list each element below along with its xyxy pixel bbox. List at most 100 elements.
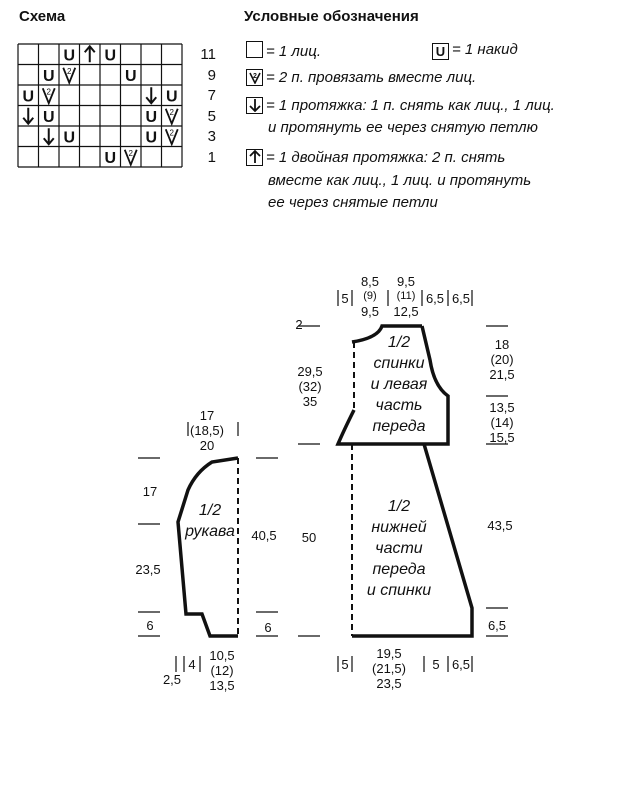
sleeve-right-bot: 6 — [264, 620, 272, 635]
sleeve-left-mid: 23,5 — [135, 562, 161, 577]
lower-left-height: 50 — [301, 530, 317, 545]
upper-outline — [335, 324, 450, 446]
lower-label-2: нижней — [371, 519, 427, 536]
lower-bottom-2: (21,5) — [372, 661, 406, 676]
yarn-over-icon: U — [63, 129, 75, 146]
legend-knit-text: = 1 лиц. — [266, 43, 321, 60]
k2tog-digit: 2 — [67, 67, 72, 76]
upper-right-upper: 18 (20) 21,5 — [482, 337, 522, 382]
sleeve-left-top: 17 — [142, 484, 158, 499]
k2tog-icon: 2 — [246, 69, 263, 86]
upper-right-upper-2: (20) — [490, 352, 514, 367]
sleeve-left-bot: 6 — [146, 618, 154, 633]
lower-right-bot: 6,5 — [487, 618, 507, 633]
upper-shoulder: 2 — [295, 317, 303, 332]
upper-top-right-2: (11) — [396, 290, 416, 302]
upper-right-upper-1: 18 — [494, 337, 510, 352]
arrow-down-icon — [246, 97, 263, 114]
sleeve-outline — [176, 456, 239, 638]
yarn-over-icon: U — [63, 47, 75, 64]
upper-label-2: спинки — [373, 355, 425, 372]
legend-ssk: = 1 протяжка: 1 п. снять как лиц., 1 лиц… — [246, 97, 555, 114]
yarn-over-icon: U — [104, 150, 116, 167]
arrow-up-icon — [246, 149, 263, 166]
lower-right-height: 43,5 — [487, 518, 513, 533]
sleeve-bottom-2-5: 2,5 — [162, 672, 182, 687]
sleeve-top-width-2: (18,5) — [190, 423, 224, 438]
upper-label-4: часть — [375, 397, 423, 414]
upper-right-lower-3: 15,5 — [489, 430, 515, 445]
sleeve-top-width-3: 20 — [199, 438, 215, 453]
chart-row-label: 1 — [207, 148, 216, 166]
k2tog-icon — [62, 67, 77, 86]
chart-row-label: 5 — [207, 107, 216, 125]
chart-row-label: 7 — [207, 87, 216, 104]
k2tog-glyph: 2 — [248, 72, 261, 85]
sleeve-top-width: 17 (18,5) 20 — [182, 408, 232, 453]
legend-double-text-2: вместе как лиц., 1 лиц. и протянуть — [268, 172, 532, 189]
upper-right-lower: 13,5 (14) 15,5 — [482, 400, 522, 445]
upper-right-upper-3: 21,5 — [489, 367, 515, 382]
lower-bottom-3: 23,5 — [376, 676, 402, 691]
lower-bottom-right-a: 5 — [432, 657, 440, 672]
upper-label-3: и левая — [370, 376, 428, 393]
sleeve-bottom: 10,5 (12) 13,5 — [200, 648, 244, 693]
upper-label: 1/2 спинки и левая часть переда — [354, 332, 444, 437]
k2tog-icon — [41, 87, 56, 106]
k2tog-digit: 2 — [129, 149, 134, 158]
upper-top-left-2: (9) — [363, 290, 377, 302]
k2tog-digit: 2 — [47, 87, 52, 96]
upper-top-right-3: 12,5 — [393, 304, 419, 319]
chart-row-label: 11 — [200, 46, 216, 63]
arrow-down-icon — [22, 107, 35, 126]
knit-icon — [246, 41, 263, 58]
upper-top-left: 8,5 (9) 9,5 — [352, 274, 388, 319]
sleeve-label-1: 1/2 — [198, 502, 222, 519]
lower-label: 1/2 нижней части переда и спинки — [356, 496, 442, 601]
svg-text:2: 2 — [253, 73, 257, 80]
upper-left-height: 29,5 (32) 35 — [290, 364, 330, 409]
lower-bottom-1: 19,5 — [376, 646, 402, 661]
lower-label-1: 1/2 — [387, 498, 411, 515]
upper-left-height-3: 35 — [302, 394, 318, 409]
sleeve-top-width-1: 17 — [199, 408, 215, 423]
legend-double: = 1 двойная протяжка: 2 п. снять — [246, 149, 505, 166]
yarn-over-icon: U — [22, 88, 34, 105]
chart-row-label: 3 — [207, 128, 216, 145]
k2tog-icon — [164, 128, 179, 147]
upper-top-left-edge: 5 — [341, 291, 349, 306]
upper-left-height-2: (32) — [298, 379, 322, 394]
arrow-down-icon — [42, 128, 55, 146]
chart-row-label: 9 — [207, 66, 216, 84]
yarn-over-icon: U — [43, 109, 55, 126]
sleeve-label: 1/2 рукава — [182, 500, 238, 542]
yarn-over-icon: U — [125, 68, 137, 85]
k2tog-digit: 2 — [170, 108, 175, 117]
upper-top-right: 9,5 (11) 12,5 — [388, 274, 424, 319]
upper-right-lower-1: 13,5 — [489, 400, 515, 415]
lower-bottom: 19,5 (21,5) 23,5 — [362, 646, 416, 691]
legend-title: Условные обозначения — [244, 8, 419, 25]
arrow-down-icon — [145, 87, 158, 105]
yarn-over-icon: U — [43, 68, 55, 85]
lower-bottom-left: 5 — [341, 657, 349, 672]
legend-yo-text: = 1 накид — [452, 41, 518, 58]
lower-label-3: части — [375, 540, 423, 557]
lower-outline — [352, 443, 474, 638]
k2tog-icon — [164, 108, 179, 127]
legend-k2tog: 2 = 2 п. провязать вместе лиц. — [246, 69, 476, 86]
legend-double-text-1: = 1 двойная протяжка: 2 п. снять — [266, 149, 506, 166]
upper-top-left-3: 9,5 — [360, 304, 380, 319]
sleeve-right-height: 40,5 — [251, 528, 277, 543]
sleeve-label-2: рукава — [185, 523, 235, 540]
upper-label-1: 1/2 — [387, 334, 411, 351]
sleeve-bottom-4: 4 — [188, 657, 196, 672]
yarn-over-icon: U — [145, 109, 157, 126]
lower-label-5: и спинки — [366, 582, 432, 599]
arrow-up-icon — [83, 44, 96, 63]
legend-knit: = 1 лиц. — [246, 41, 321, 60]
upper-top-right-b: 6,5 — [451, 291, 471, 306]
lower-label-4: переда — [372, 561, 426, 578]
